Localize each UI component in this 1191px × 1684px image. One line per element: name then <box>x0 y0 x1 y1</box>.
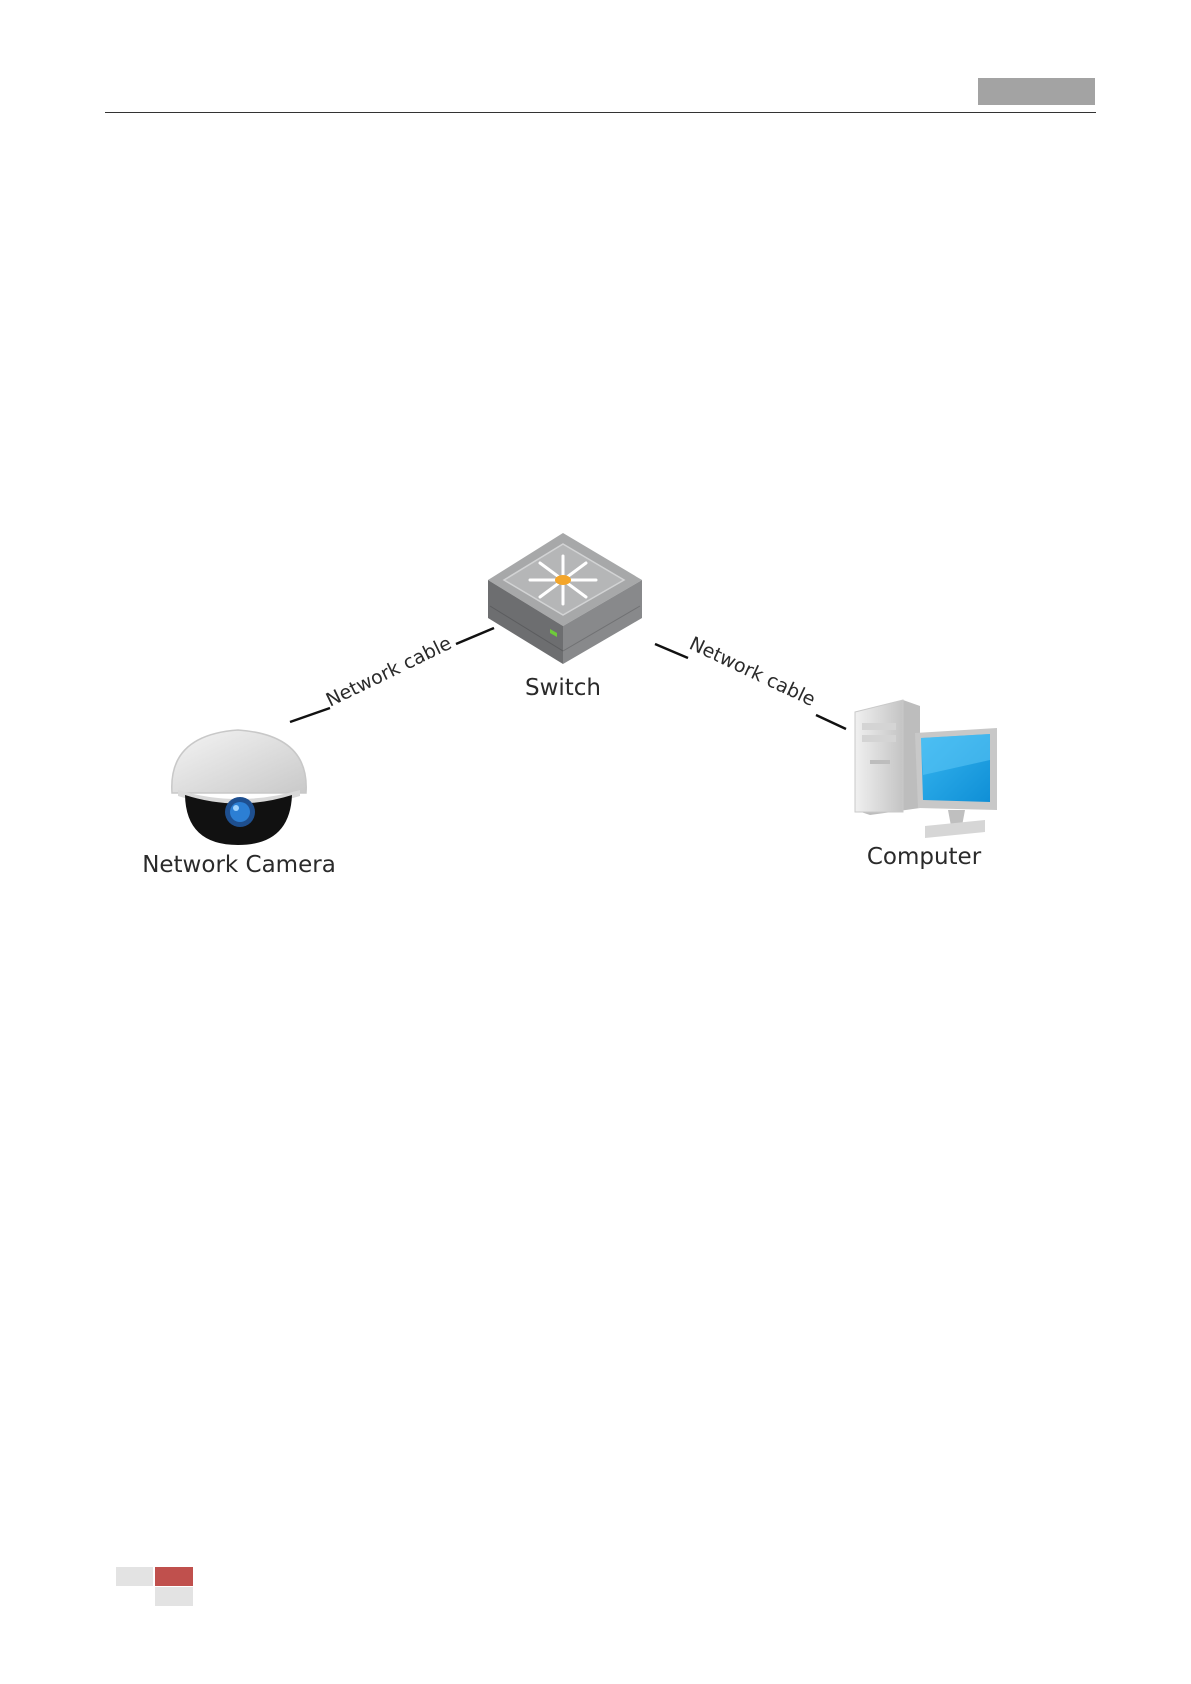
network-switch-icon <box>488 533 642 664</box>
node-computer: Computer <box>855 700 997 870</box>
footer-block-light <box>116 1567 153 1586</box>
edge-label: Network cable <box>323 632 456 711</box>
cable-line <box>655 644 688 658</box>
dome-camera-icon <box>172 730 306 845</box>
cable-line <box>816 715 846 729</box>
node-label-switch: Switch <box>525 675 601 701</box>
desktop-computer-icon <box>855 700 997 838</box>
node-switch: Switch <box>488 533 642 701</box>
footer-block-accent <box>155 1567 193 1586</box>
edge-label-text: Network cable <box>686 633 819 711</box>
edge-label-text: Network cable <box>323 632 456 711</box>
cable-line <box>456 628 494 644</box>
edge-camera-switch: Network cable <box>290 628 494 722</box>
node-label-camera: Network Camera <box>142 852 336 878</box>
node-label-computer: Computer <box>867 844 982 870</box>
cable-line <box>290 708 330 722</box>
edge-label: Network cable <box>686 633 819 711</box>
node-camera: Network Camera <box>142 730 336 878</box>
footer-block-light <box>155 1587 193 1606</box>
edge-switch-computer: Network cable <box>655 633 846 729</box>
